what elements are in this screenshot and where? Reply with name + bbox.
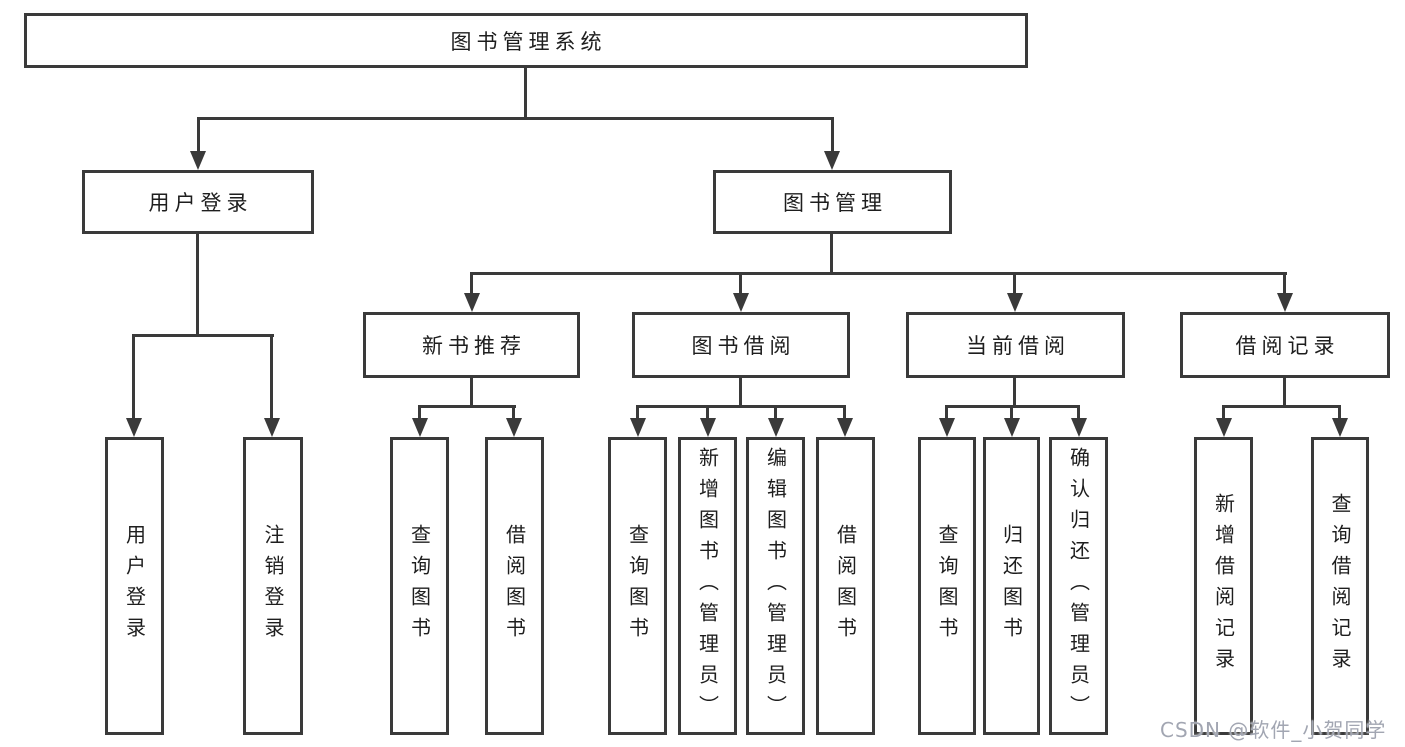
connector-bookmgmt-trunk: [830, 233, 833, 275]
connector-userlogin-splitter: [133, 334, 274, 337]
connector-drop: [945, 405, 948, 424]
node-borrow-record-label: 借阅记录: [1235, 334, 1340, 358]
arrow-down-icon: [837, 418, 853, 437]
arrow-down-icon: [506, 418, 522, 437]
connector-drop: [512, 405, 515, 424]
arrow-down-icon: [1007, 293, 1023, 312]
leaf-label: 查询图书: [935, 524, 959, 648]
connector-drop: [1222, 405, 1225, 424]
connector-borrow-trunk: [739, 377, 742, 408]
arrow-down-icon: [264, 418, 280, 437]
arrow-down-icon: [733, 293, 749, 312]
leaf-label: 用户登录: [122, 524, 147, 648]
node-book-borrow-label: 图书借阅: [691, 334, 796, 358]
node-leaf-query-book-2: 查询图书: [608, 437, 667, 735]
connector-root-splitter: [197, 117, 834, 120]
node-leaf-return-book: 归还图书: [983, 437, 1040, 735]
node-leaf-confirm-return: 确认归还（管理员）: [1049, 437, 1108, 735]
node-leaf-logout: 注销登录: [243, 437, 303, 735]
connector-drop: [739, 272, 742, 298]
arrow-down-icon: [126, 418, 142, 437]
node-root: 图书管理系统: [24, 13, 1028, 68]
connector-drop: [774, 405, 777, 424]
node-user-login-label: 用户登录: [148, 191, 253, 215]
arrow-down-icon: [939, 418, 955, 437]
connector-bookmgmt-splitter: [470, 272, 1287, 275]
arrow-down-icon: [768, 418, 784, 437]
node-leaf-user-login: 用户登录: [105, 437, 164, 735]
node-leaf-add-book-admin: 新增图书（管理员）: [678, 437, 737, 735]
arrow-down-icon: [1004, 418, 1020, 437]
node-leaf-borrow-book-2: 借阅图书: [816, 437, 875, 735]
arrow-down-icon: [190, 151, 206, 170]
node-leaf-query-book-3: 查询图书: [918, 437, 976, 735]
connector-drop: [1010, 405, 1013, 424]
connector-drop: [470, 272, 473, 298]
connector-drop-book-mgmt: [831, 117, 834, 157]
leaf-label: 归还图书: [999, 524, 1024, 648]
connector-drop: [1013, 272, 1016, 298]
arrow-down-icon: [1071, 418, 1087, 437]
connector-newrec-splitter: [418, 405, 516, 408]
leaf-label: 借阅图书: [502, 524, 527, 648]
leaf-label: 确认归还（管理员）: [1066, 446, 1091, 726]
leaf-label: 查询借阅记录: [1328, 493, 1352, 679]
node-leaf-borrow-book-1: 借阅图书: [485, 437, 544, 735]
node-current-borrow: 当前借阅: [906, 312, 1125, 378]
node-book-mgmt: 图书管理: [713, 170, 952, 234]
connector-drop-user-login: [197, 117, 200, 157]
leaf-label: 借阅图书: [833, 524, 858, 648]
connector-userlogin-trunk: [196, 233, 199, 336]
connector-newrec-trunk: [470, 377, 473, 408]
node-new-book-rec: 新书推荐: [363, 312, 580, 378]
connector-record-trunk: [1283, 377, 1286, 408]
arrow-down-icon: [824, 151, 840, 170]
connector-drop: [1077, 405, 1080, 424]
connector-drop: [706, 405, 709, 424]
connector-record-splitter: [1222, 405, 1341, 408]
connector-drop: [636, 405, 639, 424]
connector-root-trunk: [524, 68, 527, 118]
leaf-label: 查询图书: [407, 524, 432, 648]
leaf-label: 编辑图书（管理员）: [763, 446, 788, 726]
connector-drop: [1283, 272, 1286, 298]
node-borrow-record: 借阅记录: [1180, 312, 1390, 378]
connector-current-trunk: [1013, 377, 1016, 408]
connector-borrow-splitter: [636, 405, 846, 408]
node-leaf-query-book-1: 查询图书: [390, 437, 449, 735]
connector-drop: [132, 334, 135, 424]
node-book-borrow: 图书借阅: [632, 312, 850, 378]
leaf-label: 查询图书: [625, 524, 650, 648]
connector-drop: [270, 334, 273, 424]
leaf-label: 新增图书（管理员）: [695, 446, 720, 726]
node-leaf-add-borrow-record: 新增借阅记录: [1194, 437, 1253, 735]
node-new-book-rec-label: 新书推荐: [422, 334, 526, 358]
node-leaf-edit-book-admin: 编辑图书（管理员）: [746, 437, 805, 735]
node-user-login: 用户登录: [82, 170, 314, 234]
leaf-label: 注销登录: [261, 524, 285, 648]
connector-drop: [843, 405, 846, 424]
arrow-down-icon: [700, 418, 716, 437]
leaf-label: 新增借阅记录: [1211, 493, 1236, 679]
node-book-mgmt-label: 图书管理: [783, 191, 887, 215]
arrow-down-icon: [412, 418, 428, 437]
node-root-label: 图书管理系统: [450, 29, 607, 54]
node-current-borrow-label: 当前借阅: [966, 334, 1070, 358]
arrow-down-icon: [464, 293, 480, 312]
csdn-watermark: CSDN @软件_小贺同学: [1160, 718, 1387, 742]
arrow-down-icon: [1277, 293, 1293, 312]
arrow-down-icon: [630, 418, 646, 437]
arrow-down-icon: [1216, 418, 1232, 437]
connector-drop: [418, 405, 421, 424]
arrow-down-icon: [1332, 418, 1348, 437]
connector-drop: [1338, 405, 1341, 424]
node-leaf-query-borrow-record: 查询借阅记录: [1311, 437, 1369, 735]
